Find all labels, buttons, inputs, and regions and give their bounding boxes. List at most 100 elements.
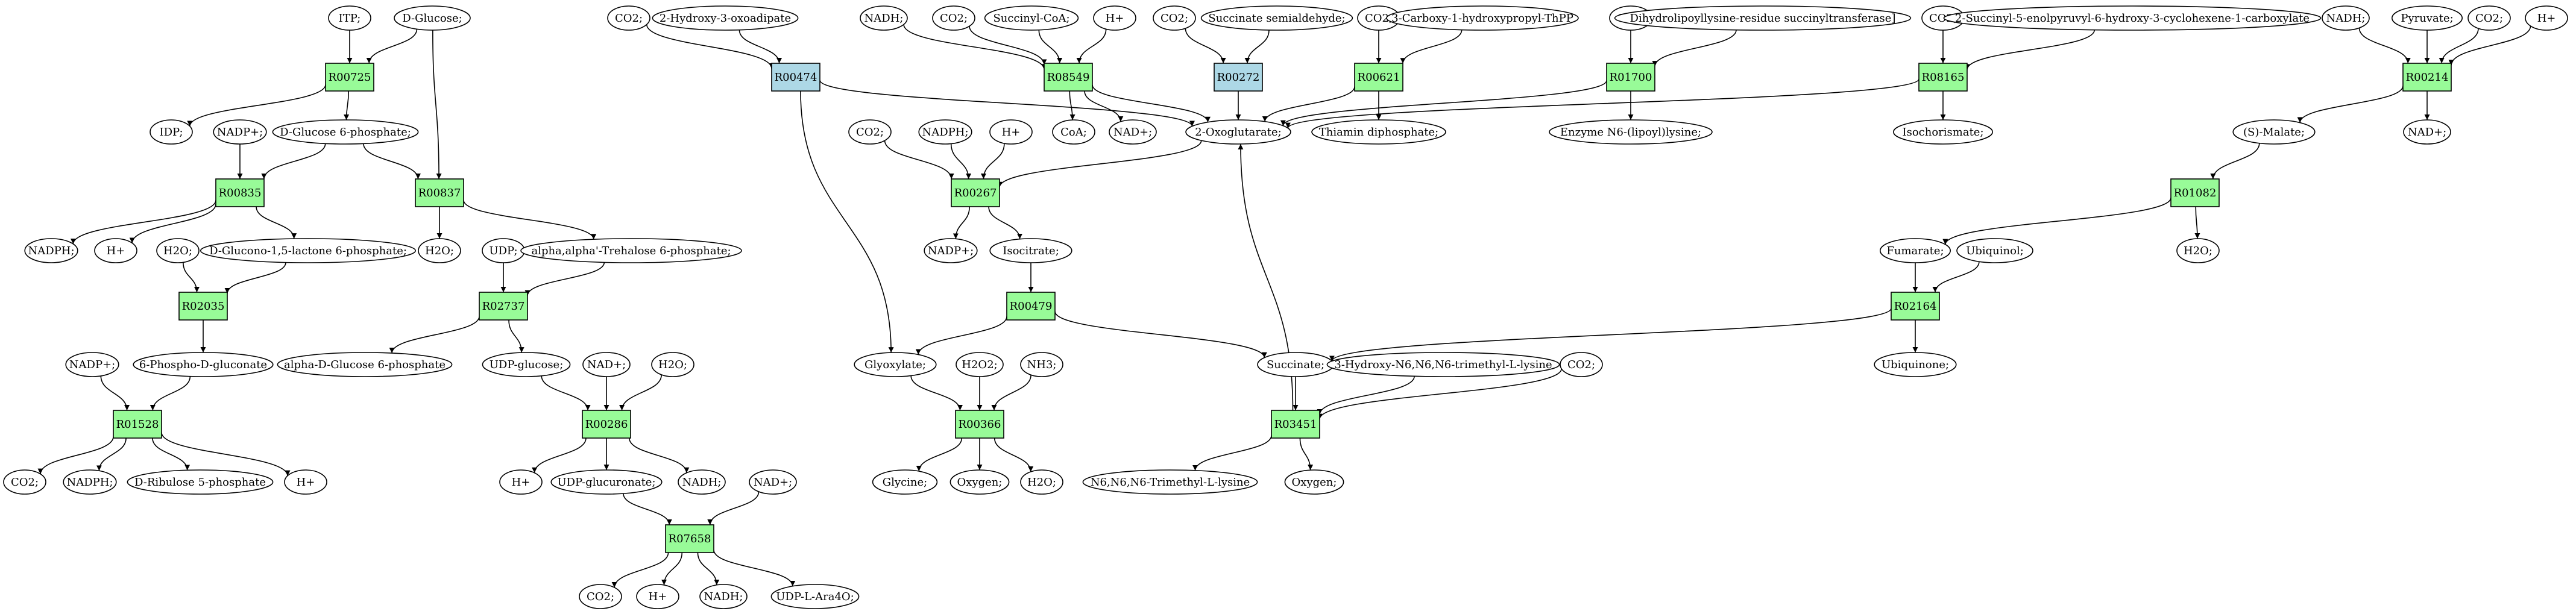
reaction-node[interactable]: R00286 <box>582 410 631 439</box>
reaction-node[interactable]: R02164 <box>1891 292 1940 321</box>
reaction-node[interactable]: R07658 <box>665 524 714 553</box>
metabolite-node[interactable]: Fumarate; <box>1880 238 1951 263</box>
metabolite-node[interactable]: UDP-glucuronate; <box>550 469 663 495</box>
metabolite-node[interactable]: CO2; <box>1153 5 1196 31</box>
metabolite-node[interactable]: D-Glucono-1,5-lactone 6-phosphate; <box>200 238 416 263</box>
metabolite-node[interactable]: H2O2; <box>956 352 1004 377</box>
metabolite-node[interactable]: H+ <box>499 469 543 495</box>
metabolite-node[interactable]: UDP-L-Ara4O; <box>770 584 860 609</box>
metabolite-node[interactable]: D-Glucose 6-phosphate; <box>272 119 419 145</box>
metabolite-node[interactable]: alpha-D-Glucose 6-phosphate <box>277 352 453 377</box>
metabolite-node[interactable]: Glyoxylate; <box>854 352 937 377</box>
metabolite-node[interactable]: NADH; <box>678 469 726 495</box>
reaction-node[interactable]: R00725 <box>325 63 374 92</box>
metabolite-node[interactable]: Ubiquinone; <box>1874 352 1957 377</box>
metabolite-node[interactable]: Oxygen; <box>949 469 1010 495</box>
metabolite-node[interactable]: NADH; <box>2322 5 2370 31</box>
metabolite-node[interactable]: 2-Succinyl-5-enolpyruvyl-6-hydroxy-3-cyc… <box>1943 5 2322 31</box>
metabolite-node[interactable]: Ubiquinol; <box>1956 238 2033 263</box>
metabolite-node[interactable]: (S)-Malate; <box>2232 119 2316 145</box>
metabolite-node[interactable]: Dihydrolipoyllysine-residue succinyltran… <box>1614 5 1912 31</box>
metabolite-node[interactable]: CO2; <box>579 584 622 609</box>
metabolite-node[interactable]: NAD+; <box>749 469 797 495</box>
reaction-node[interactable]: R00366 <box>955 410 1004 439</box>
reaction-node[interactable]: R01528 <box>113 410 162 439</box>
metabolite-node[interactable]: NAD+; <box>582 352 631 377</box>
metabolite-node[interactable]: H+ <box>94 238 137 263</box>
metabolite-node[interactable]: Succinyl-CoA; <box>984 5 1079 31</box>
metabolite-node[interactable]: Succinate; <box>1257 352 1334 377</box>
metabolite-ellipse <box>1020 352 1063 377</box>
metabolite-node[interactable]: H+ <box>2525 5 2568 31</box>
metabolite-node[interactable]: CO2; <box>1560 352 1603 377</box>
metabolite-node[interactable]: Thiamin diphosphate; <box>1311 119 1446 145</box>
reaction-node[interactable]: R00621 <box>1354 63 1403 92</box>
metabolite-node[interactable]: CO2; <box>932 5 975 31</box>
metabolite-node[interactable]: CO2; <box>848 119 892 145</box>
metabolite-node[interactable]: CO2; <box>3 469 46 495</box>
metabolite-node[interactable]: NADPH; <box>918 119 972 145</box>
metabolite-node[interactable]: NADPH; <box>63 469 117 495</box>
metabolite-node[interactable]: H2O; <box>156 238 200 263</box>
metabolite-node[interactable]: H2O; <box>418 238 461 263</box>
edge-R01528-to-nadph_b <box>96 437 127 471</box>
metabolite-node[interactable]: NADP+; <box>924 238 978 263</box>
reaction-node[interactable]: R00479 <box>1006 292 1056 321</box>
metabolite-node[interactable]: Isocitrate; <box>989 238 1072 263</box>
metabolite-node[interactable]: NADP+; <box>65 352 119 377</box>
metabolite-ellipse <box>65 352 119 377</box>
metabolite-node[interactable]: H2O; <box>2176 238 2220 263</box>
reaction-node[interactable]: R00214 <box>2402 63 2452 92</box>
metabolite-node[interactable]: H+ <box>1093 5 1136 31</box>
reaction-node[interactable]: R02737 <box>479 292 528 321</box>
reaction-node[interactable]: R03451 <box>1271 410 1320 439</box>
metabolite-node[interactable]: Oxygen; <box>1284 469 1344 495</box>
metabolite-node[interactable]: H2O; <box>1020 469 1063 495</box>
metabolite-node[interactable]: Succinate semialdehyde; <box>1200 5 1353 31</box>
metabolite-node[interactable]: NADP+; <box>213 119 267 145</box>
metabolite-node[interactable]: NH3; <box>1020 352 1063 377</box>
metabolite-node[interactable]: NAD+; <box>2403 119 2451 145</box>
metabolite-node[interactable]: CO2; <box>607 5 650 31</box>
metabolite-node[interactable]: alpha,alpha'-Trehalose 6-phosphate; <box>520 238 742 263</box>
metabolite-node[interactable]: 3-Carboxy-1-hydroxypropyl-ThPP <box>1386 5 1579 31</box>
metabolite-node[interactable]: ITP; <box>328 5 371 31</box>
reaction-node[interactable]: R00272 <box>1214 63 1263 92</box>
metabolite-node[interactable]: NADH; <box>699 584 748 609</box>
metabolite-node[interactable]: Pyruvate; <box>2392 5 2463 31</box>
metabolite-node[interactable]: H+ <box>284 469 327 495</box>
reaction-node[interactable]: R00474 <box>771 63 820 92</box>
metabolite-node[interactable]: NADH; <box>860 5 908 31</box>
metabolite-node[interactable]: D-Glucose; <box>394 5 471 31</box>
edge-R00474-to-oxoglut <box>819 80 1195 127</box>
metabolite-node[interactable]: 3-Hydroxy-N6,N6,N6-trimethyl-L-lysine <box>1326 352 1560 377</box>
metabolite-node[interactable]: H+ <box>989 119 1033 145</box>
metabolite-node[interactable]: UDP-glucose; <box>482 352 571 377</box>
reaction-node[interactable]: R01082 <box>2170 178 2220 207</box>
metabolite-node[interactable]: NAD+; <box>1109 119 1157 145</box>
metabolite-node[interactable]: NADPH; <box>24 238 78 263</box>
metabolite-node[interactable]: H+ <box>636 584 679 609</box>
reaction-node[interactable]: R00267 <box>951 178 1000 207</box>
reaction-node[interactable]: R00835 <box>215 178 265 207</box>
metabolite-node[interactable]: Glycine; <box>872 469 938 495</box>
metabolite-node[interactable]: 2-Oxoglutarate; <box>1185 119 1291 145</box>
metabolite-node[interactable]: IDP; <box>150 119 193 145</box>
reaction-node[interactable]: R08165 <box>1918 63 1968 92</box>
metabolite-node[interactable]: H2O; <box>651 352 694 377</box>
metabolite-node[interactable]: CO2; <box>2467 5 2511 31</box>
reaction-node[interactable]: R00837 <box>415 178 464 207</box>
reaction-node[interactable]: R08549 <box>1044 63 1093 92</box>
metabolite-node[interactable]: N6,N6,N6-Trimethyl-L-lysine <box>1082 469 1258 495</box>
metabolite-node[interactable]: UDP; <box>482 238 525 263</box>
metabolite-node[interactable]: 2-Hydroxy-3-oxoadipate <box>652 5 799 31</box>
metabolite-node[interactable]: D-Ribulose 5-phosphate <box>127 469 274 495</box>
reaction-box <box>479 292 528 321</box>
reaction-node[interactable]: R02035 <box>178 292 228 321</box>
metabolite-node[interactable]: Enzyme N6-(lipoyl)lysine; <box>1549 119 1713 145</box>
metabolite-node[interactable]: CoA; <box>1052 119 1095 145</box>
metabolite-label: Thiamin diphosphate; <box>1319 126 1439 139</box>
metabolite-node[interactable]: Isochorismate; <box>1893 119 1994 145</box>
reaction-node[interactable]: R01700 <box>1606 63 1655 92</box>
metabolite-node[interactable]: 6-Phospho-D-gluconate <box>133 352 274 377</box>
